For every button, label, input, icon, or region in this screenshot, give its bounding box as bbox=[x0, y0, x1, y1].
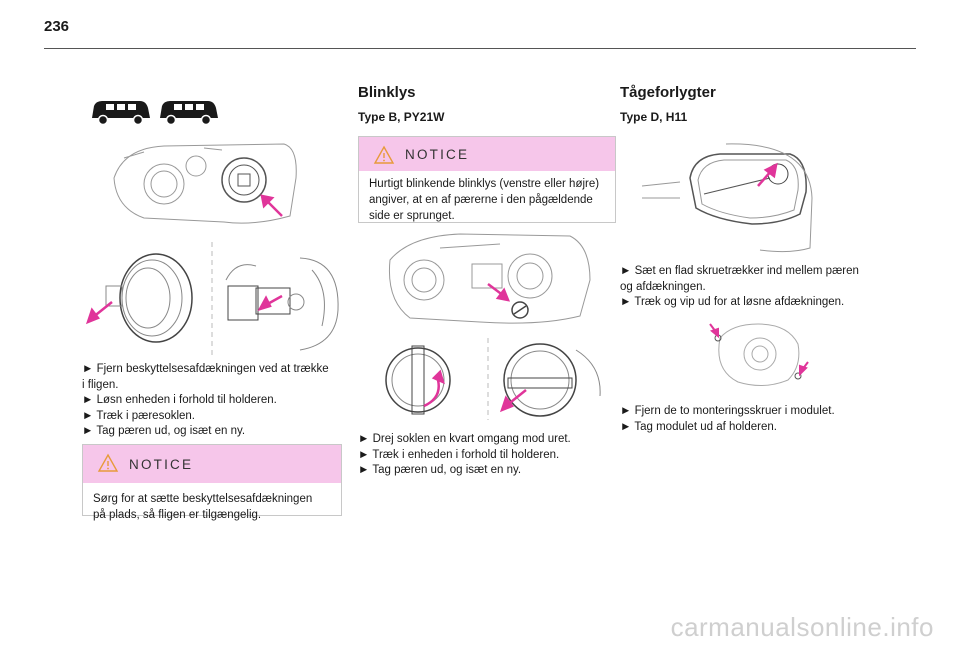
screw-arrow-icon-2 bbox=[799, 361, 809, 377]
col3-step-1: ► Sæt en flad skruetrækker ind mellem pæ… bbox=[620, 265, 859, 277]
notice-title: NOTICE bbox=[129, 457, 194, 472]
headlamp-rear-illustration bbox=[104, 138, 300, 230]
notice-header: NOTICE bbox=[359, 137, 615, 171]
cover-removal-illustration bbox=[86, 240, 342, 360]
col2-instructions: ► Drej soklen en kvart omgang mod uret. … bbox=[358, 432, 616, 479]
header-rule bbox=[44, 48, 916, 49]
screwdriver-arrow-icon bbox=[757, 162, 778, 187]
socket-arrow-icon bbox=[487, 283, 511, 302]
col1-instructions: ► Fjern beskyttelsesafdækningen ved at t… bbox=[82, 362, 344, 440]
col3-step-2: ► Træk og vip ud for at løsne afdækninge… bbox=[620, 296, 845, 308]
col1-step-1b: i fligen. bbox=[82, 378, 119, 391]
type-label-b: Type B, PY21W bbox=[358, 110, 445, 124]
notice-title: NOTICE bbox=[405, 147, 470, 162]
notice-line: angiver, at en af pærerne i den pågælden… bbox=[369, 194, 593, 206]
pull-socket-arrow-icon bbox=[257, 294, 283, 312]
warning-icon bbox=[373, 145, 395, 165]
vehicle-icons bbox=[88, 96, 224, 128]
notice-body: Sørg for at sætte beskyttelsesafdækninge… bbox=[83, 483, 341, 529]
notice-line: side er sprunget. bbox=[369, 210, 455, 222]
col3-step-4: ► Tag modulet ud af holderen. bbox=[620, 420, 777, 433]
notice-box-2: NOTICE Hurtigt blinkende blinklys (venst… bbox=[358, 136, 616, 223]
notice-line: på plads, så fligen er tilgængelig. bbox=[93, 509, 262, 521]
pull-out-arrow-icon bbox=[499, 389, 527, 413]
notice-line: Hurtigt blinkende blinklys (venstre elle… bbox=[369, 178, 600, 190]
warning-icon bbox=[97, 453, 119, 473]
van-icon-2 bbox=[160, 101, 218, 126]
col2-step-2: ► Træk i enheden i forhold til holderen. bbox=[358, 448, 560, 461]
col2-step-1: ► Drej soklen en kvart omgang mod uret. bbox=[358, 433, 571, 445]
pull-arrow-icon bbox=[260, 194, 283, 217]
notice-body: Hurtigt blinkende blinklys (venstre elle… bbox=[359, 171, 615, 230]
page-number: 236 bbox=[44, 18, 70, 35]
section-heading-blinklys: Blinklys bbox=[358, 84, 416, 101]
section-heading-taageforlygter: Tågeforlygter bbox=[620, 84, 716, 101]
watermark: carmanualsonline.info bbox=[670, 612, 934, 642]
screw-arrow-icon-1 bbox=[709, 323, 719, 339]
van-icon-1 bbox=[92, 101, 150, 126]
notice-box-1: NOTICE Sørg for at sætte beskyttelsesafd… bbox=[82, 444, 342, 521]
col3-instructions-a: ► Sæt en flad skruetrækker ind mellem pæ… bbox=[620, 264, 890, 311]
notice-line: Sørg for at sætte beskyttelsesafdækninge… bbox=[93, 493, 313, 505]
rotate-arrow-icon bbox=[423, 369, 445, 408]
col1-step-4: ► Tag pæren ud, og isæt en ny. bbox=[82, 425, 246, 437]
col3-step-3: ► Fjern de to monteringsskruer i modulet… bbox=[620, 405, 835, 417]
indicator-headlamp-illustration bbox=[380, 230, 600, 330]
col2-step-3: ► Tag pæren ud, og isæt en ny. bbox=[358, 464, 522, 476]
col3-step-1b: og afdækningen. bbox=[620, 280, 706, 293]
type-label-d: Type D, H11 bbox=[620, 110, 688, 124]
col3-instructions-b: ► Fjern de to monteringsskruer i modulet… bbox=[620, 404, 890, 435]
fog-module-illustration bbox=[702, 318, 814, 392]
col1-step-3: ► Træk i pæresoklen. bbox=[82, 409, 196, 422]
col1-step-2: ► Løsn enheden i forhold til holderen. bbox=[82, 394, 277, 406]
notice-header: NOTICE bbox=[83, 445, 341, 483]
remove-arrow-icon bbox=[86, 301, 113, 325]
fog-lamp-illustration bbox=[640, 138, 816, 254]
col1-step-1: ► Fjern beskyttelsesafdækningen ved at t… bbox=[82, 363, 329, 375]
socket-rotate-illustration bbox=[380, 336, 604, 422]
